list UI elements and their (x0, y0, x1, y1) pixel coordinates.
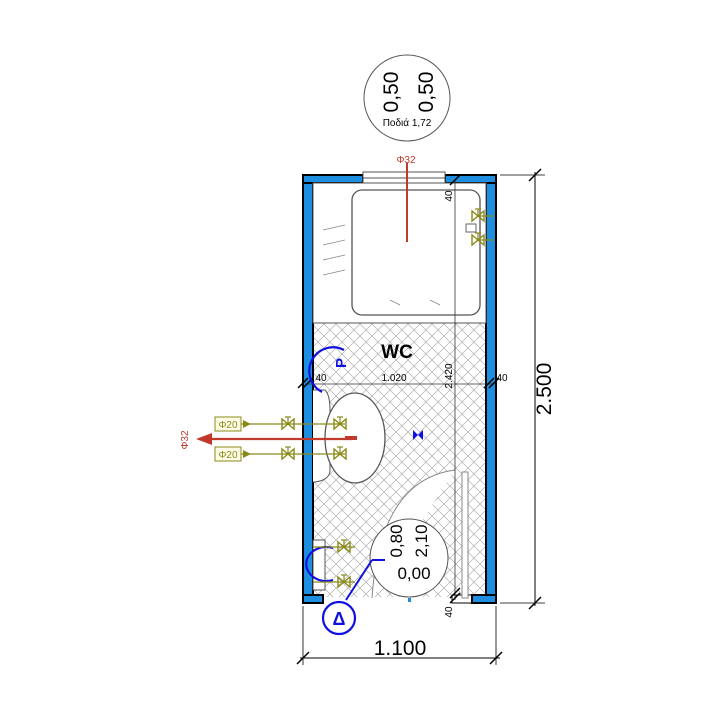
window-tag-width: 0,50 (380, 72, 403, 113)
water-upper-label: Φ20 (218, 420, 238, 431)
water-lower-label: Φ20 (218, 450, 238, 461)
drain-arrow-icon (196, 433, 352, 445)
center-marker-icon (413, 430, 423, 440)
wall-bottom-label: 40 (444, 606, 455, 618)
section-marker-label: Δ (333, 609, 346, 629)
inner-length-dim (449, 174, 461, 604)
door-tag-icon (345, 518, 449, 601)
inner-length-label: 2.420 (444, 363, 455, 388)
wall-right-label: 40 (496, 373, 508, 384)
window-tag-height: 0,50 (415, 72, 438, 113)
drain-top-label: Φ32 (396, 155, 416, 166)
drain-side-label: Φ32 (180, 430, 191, 450)
toilet-valves (305, 539, 355, 588)
door-tag-height: 2,10 (412, 524, 431, 557)
overall-width-dim (296, 606, 503, 665)
room-name: WC (381, 342, 413, 363)
window-tag-sill: Ποδιά 1,72 (383, 117, 432, 129)
door-tag-level: 0,00 (397, 564, 430, 583)
window-tag-icon (363, 54, 451, 142)
inner-width-label: 1.020 (381, 373, 406, 384)
washbasin (313, 389, 386, 484)
floor-drain-icon: P (308, 346, 350, 393)
water-supply-upper (214, 416, 347, 432)
door-tag-width: 0,80 (387, 524, 406, 557)
window (362, 171, 446, 185)
shower-valves (465, 208, 494, 246)
overall-width-label: 1.100 (374, 637, 427, 660)
section-marker-icon (321, 600, 357, 636)
wall-top-label: 40 (444, 190, 455, 202)
overall-length-label: 2.500 (533, 363, 556, 416)
wall-left-label: 40 (315, 373, 327, 384)
floor-drain-label: P (333, 358, 350, 368)
overall-length-dim (500, 168, 545, 610)
shower-tray (312, 182, 487, 324)
level-marker-icon (408, 598, 411, 602)
water-supply-lower (214, 446, 347, 462)
